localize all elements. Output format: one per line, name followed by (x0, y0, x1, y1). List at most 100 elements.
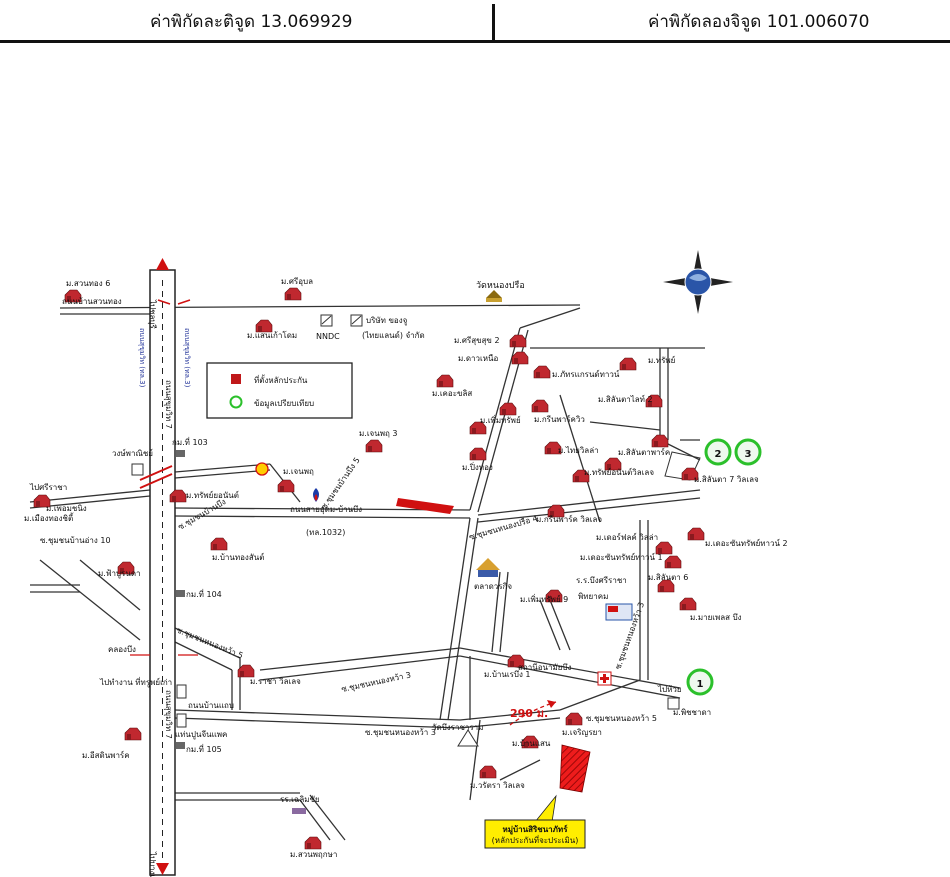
label-phoemsap: ม.เพิ่มทรัพย์ (480, 414, 521, 425)
label-road-suanthong: ถนนบ้านสวนทอง (62, 297, 122, 306)
label-jaenpra3: ม.เจนพฤ 3 (359, 429, 397, 438)
coordinate-header: ค่าพิกัดละติจูด 13.069929 ค่าพิกัดลองจิจ… (0, 0, 950, 43)
label-km105: กม.ที่ 105 (186, 743, 222, 754)
distance-label: 290 ม. (510, 707, 548, 720)
house-jenpra (277, 479, 295, 493)
label-rr-bueng: ร.ร.บึงศรีราชา (576, 576, 627, 585)
label-to-right: ไปห้วย (657, 685, 682, 694)
label-sukhumvit-bottom: ถนนสุขุมวิท 7 (164, 690, 173, 739)
label-road-sn: ถนนบ้านแถบ (188, 701, 234, 710)
label-saenkaow: ม.แสนเก้าโดม (247, 330, 297, 340)
label-km103: กม.ที่ 103 (172, 436, 208, 447)
label-phichada: ม.พิชชาดา (673, 708, 711, 717)
label-sappailin: ม.ทรัพย์ยอนันต์ (186, 490, 239, 500)
collateral-site-area (559, 744, 591, 793)
north-arrow-l (157, 299, 171, 305)
label-maiphon: ม.มายเพลส บึง (690, 613, 742, 622)
label-km104: กม.ที่ 104 (186, 588, 222, 599)
comparison-marker-3: 3 (734, 438, 762, 466)
label-soi-nong3: ซ.ชุมชนหนองหว้า 3 (341, 670, 412, 694)
label-waterworks: แท่นปูนจีนแพค (175, 730, 227, 740)
svg-text:1: 1 (697, 679, 704, 690)
label-kornpark: ม.เดอร์ฟลค์ วิลล่า (596, 532, 658, 542)
label-soi10: ซ.ชุมชนบ้านอ่าง 10 (40, 536, 111, 545)
label-pingthong: ม.ปิ่งทอง (462, 461, 493, 472)
temple-icon (486, 290, 502, 298)
label-krissakon: ม.เคอะขลิส (432, 389, 472, 398)
label-soi-nongpru4: ซ.ชุมชนหนองปรือ 4 (468, 514, 539, 542)
house-soi5 (565, 712, 583, 726)
label-chonburi-road: ไปชลบุรี (148, 299, 157, 330)
callout-subtitle: (หลักประกันที่จะประเมิน) (492, 834, 579, 845)
comparison-marker-2: 2 (704, 438, 732, 466)
label-jaraya: ม.เจริญรยา (562, 728, 602, 737)
label-silanta7: ม.สิลันตา 7 วิลเลจ (694, 475, 759, 484)
house-phoemsap (499, 402, 517, 416)
house-sriubon (284, 287, 302, 301)
comparison-legend-swatch (229, 395, 243, 409)
latitude-label: ค่าพิกัดละติจูด 13.069929 (150, 12, 353, 32)
label-rr-chaloem: รร.เฉลิมชัย (280, 795, 320, 804)
label-bridge-road: ซ.ชุมชนบ้านบึง 5 (319, 456, 361, 511)
label-greenpark: ม.กรีนพาร์ควิว (534, 414, 585, 424)
label-sukhumvit-top: ถนนสุขุมวิท 7 (164, 380, 173, 429)
house-pingthong (469, 447, 487, 461)
compass-rose (663, 250, 733, 314)
house-krissakon (436, 374, 454, 388)
header-divider (492, 4, 495, 40)
location-map: ที่ตั้งหลักประกัน ข้อมูลเปรียบเทียบ 2 3 … (24, 250, 788, 877)
road-network (29, 304, 705, 841)
label-maungthong: ม.เมืองทองชิตี้ (24, 512, 74, 523)
label-khlong: คลองบึง (108, 645, 136, 654)
label-saphon: ม.ทรัพย์ (648, 355, 675, 365)
km105-marker-icon (176, 742, 185, 749)
label-bangsaen: ไปบางแสน (148, 851, 157, 877)
house-suanphira (304, 836, 322, 850)
house-kornpark2 (664, 555, 682, 569)
house-thongsai (210, 537, 228, 551)
house-wanchai (479, 765, 497, 779)
label-raja: ม.ราชา วิลเลจ (250, 677, 301, 686)
intersection-line-1 (139, 465, 173, 481)
house-kornpark3 (687, 527, 705, 541)
legend: ที่ตั้งหลักประกัน ข้อมูลเปรียบเทียบ (206, 362, 353, 419)
house-saphon (619, 357, 637, 371)
house-maiphon (679, 597, 697, 611)
label-siltakarn3: ม.สิลันตาพาร์ค (618, 447, 670, 457)
wat-bueng-icon (457, 729, 479, 747)
district-office-icon (176, 684, 187, 699)
legend-item-collateral: ที่ตั้งหลักประกัน (254, 374, 308, 385)
label-phoemsap9: ม.เพิ่มทรัพย์ 9 (520, 593, 568, 604)
label-market: ตลาดวรกิจ (474, 582, 512, 591)
house-jaenpra3 (365, 439, 383, 453)
label-soi-nong3: ซ.ชุมชนหนองหว้า 3 (365, 728, 436, 737)
callout-title: หมู่บ้านสิริชนาภัทร์ (503, 824, 569, 835)
label-company2: (ไทยแลนด์) จำกัด (362, 330, 425, 340)
km104-marker-icon (176, 590, 185, 597)
km103-marker-icon (176, 450, 185, 457)
label-kornpark2: ม.เดอะซันทรัพย์ทาวน์ 1 (580, 552, 663, 562)
label-wanchai: ม.วรัตรา วิลเลจ (470, 781, 525, 790)
label-thongsai: ม.บ้านทองสันต์ (212, 552, 264, 562)
label-kornpark3: ม.เดอะซันทรัพย์ทาวน์ 2 (705, 538, 788, 548)
legend-item-comparison: ข้อมูลเปรียบเทียบ (254, 399, 314, 409)
label-siltakarn: ม.สิลันตาไลท์ 2 (598, 394, 653, 404)
label-road1032: (ทล.1032) (306, 528, 345, 537)
label-main-road-left: ถนนสุขุมวิท (ทล.3) (138, 328, 146, 388)
label-pittayakom: พิทยาคม (578, 592, 608, 601)
label-thaivilla: ม.ไทยวิลล่า (558, 446, 599, 455)
house-greenpark (531, 399, 549, 413)
landmark-icons (130, 290, 701, 814)
house-isaan (124, 727, 142, 741)
label-srisuksuk2: ม.ศรีสุขสุข 2 (454, 336, 500, 345)
label-wat-nongpru: วัดหนองปรือ (476, 280, 525, 291)
sukhumvit-highway (149, 258, 176, 876)
label-nndc: NNDC (316, 332, 340, 341)
shop-icon (131, 463, 144, 476)
svg-text:3: 3 (745, 449, 752, 460)
school-chaloemchai-icon (292, 808, 306, 814)
label-pattarasiri: ม.ภัทรแกรนด์ทาวน์ (552, 369, 620, 379)
house-srisuksuk2 (509, 334, 527, 348)
label-suanthong6: ม.สวนทอง 6 (66, 279, 110, 288)
label-jenpra: ม.เจนพฤ (283, 467, 314, 476)
